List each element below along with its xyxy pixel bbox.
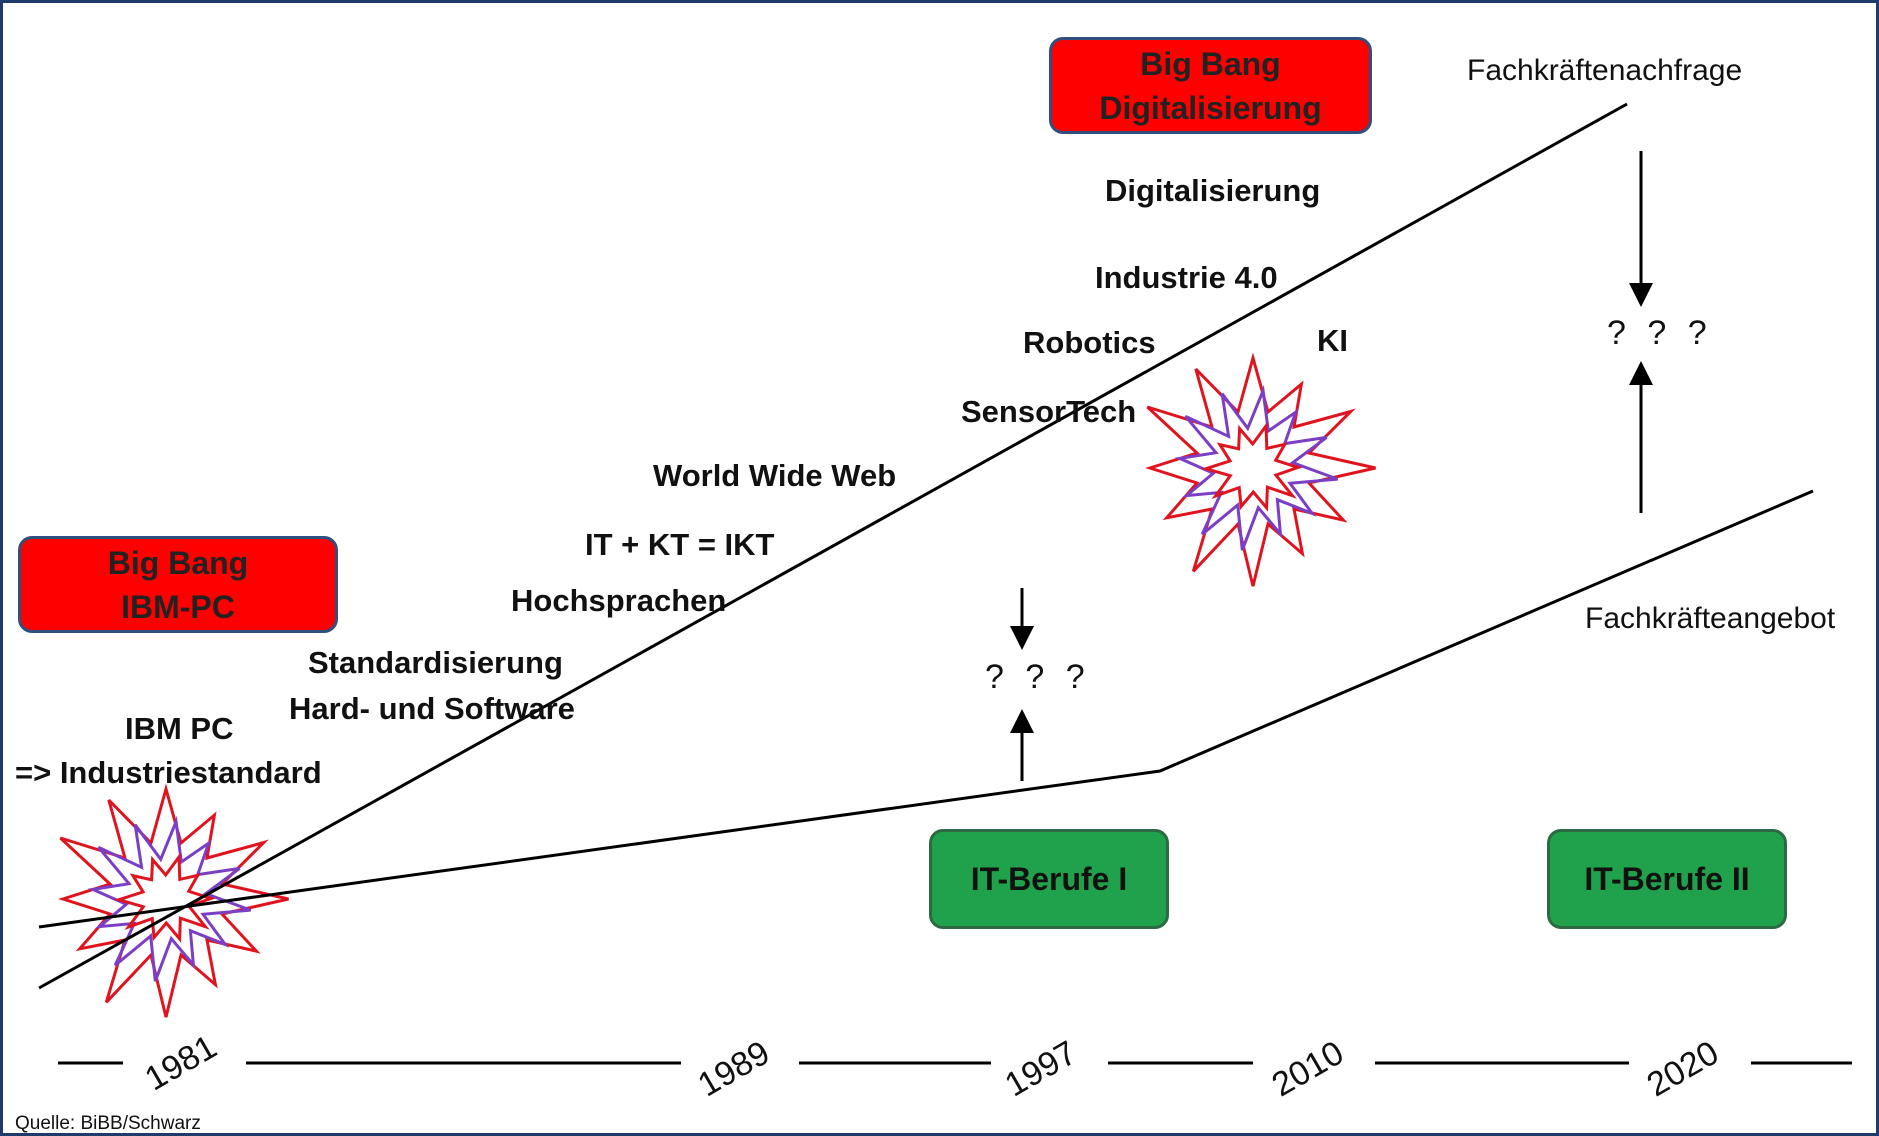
burst-outer-red — [58, 783, 289, 1018]
diagram-graphics — [38, 102, 1852, 1065]
big-bang-ibm-pc-line2: IBM-PC — [121, 588, 235, 625]
it-berufe-2-box: IT-Berufe II — [1547, 829, 1787, 929]
big-bang-digitalisierung-box: Big Bang Digitalisierung — [1049, 37, 1372, 134]
demand-line-label: Fachkräftenachfrage — [1467, 54, 1743, 87]
label-sensortech: SensorTech — [961, 394, 1137, 429]
burst-outer-red — [1145, 352, 1376, 587]
big-bang-ibm-pc-line1: Big Bang — [107, 544, 249, 581]
label-hochsprachen: Hochsprachen — [511, 583, 727, 618]
label-industriestandard: => Industriestandard — [15, 755, 322, 790]
big-bang-ibm-pc-box: Big Bang IBM-PC — [18, 536, 338, 633]
supply-line — [38, 489, 1814, 929]
label-industrie-40: Industrie 4.0 — [1095, 260, 1278, 295]
label-world-wide-web: World Wide Web — [653, 458, 897, 493]
label-ikt: IT + KT = IKT — [585, 527, 775, 562]
it-berufe-1-label: IT-Berufe I — [970, 861, 1128, 897]
explosion-icon-2010 — [1145, 352, 1376, 587]
demand-line — [38, 102, 1628, 990]
burst-middle-purple — [1174, 384, 1339, 551]
burst-middle-purple — [87, 815, 252, 982]
gap-marker-1997: ? ? ? — [985, 658, 1091, 696]
supply-line-label: Fachkräfteangebot — [1585, 602, 1836, 635]
source-note: Quelle: BiBB/Schwarz — [15, 1113, 201, 1134]
it-berufe-2-label: IT-Berufe II — [1584, 861, 1750, 897]
gap-marker-2020: ? ? ? — [1607, 314, 1713, 352]
big-bang-digitalisierung-line1: Big Bang — [1140, 45, 1281, 82]
label-ibm-pc: IBM PC — [125, 711, 234, 746]
label-digitalisierung: Digitalisierung — [1105, 173, 1321, 208]
burst-inner-red — [113, 852, 216, 943]
explosion-icon-1981 — [58, 783, 289, 1018]
label-standardisierung: Standardisierung — [308, 645, 563, 680]
burst-inner-red — [1200, 421, 1303, 512]
label-robotics: Robotics — [1023, 325, 1156, 360]
label-ki: KI — [1317, 323, 1348, 358]
big-bang-digitalisierung-line2: Digitalisierung — [1099, 89, 1322, 126]
it-berufe-1-box: IT-Berufe I — [929, 829, 1169, 929]
label-hard-software: Hard- und Software — [289, 691, 575, 726]
